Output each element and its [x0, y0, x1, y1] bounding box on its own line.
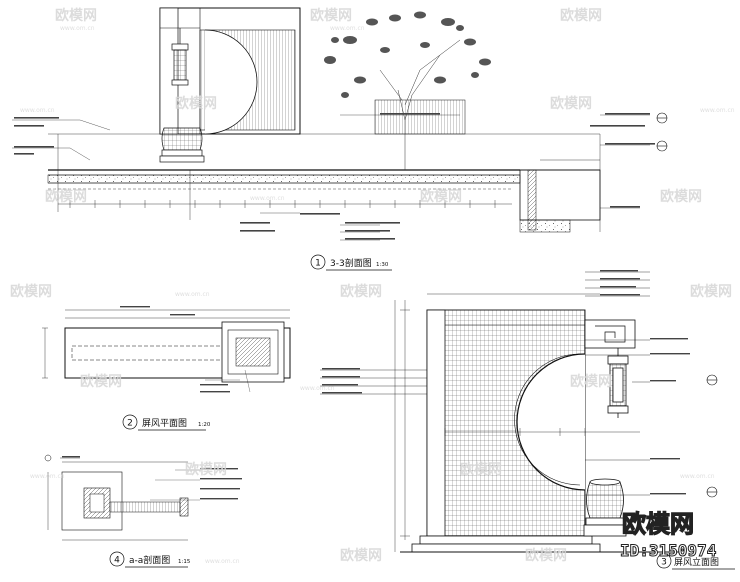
planter-pit [519, 134, 601, 233]
watermark-row-6: 欧模网 欧模网 www.om.cn www.om.cn [30, 461, 715, 480]
watermark-text: 欧模网 [45, 188, 87, 205]
section-aa-title: a-a剖面图 [129, 554, 170, 566]
watermark-row-5: 欧模网 欧模网 www.om.cn [80, 373, 612, 392]
watermark-text: 欧模网 [550, 95, 592, 112]
watermark-url: www.om.cn [30, 473, 65, 480]
watermark-url: www.om.cn [700, 107, 735, 114]
section-33-title-block: 1 3-3剖面图 1:30 [310, 254, 392, 271]
watermark-url: www.om.cn [250, 195, 285, 202]
ground-layers [47, 133, 600, 190]
brand-logo-icon: 欧模网 ID:3150974 [620, 509, 717, 560]
watermark-text: 欧模网 [185, 461, 227, 478]
tree-icon [324, 11, 491, 170]
annotation-leaders [12, 114, 650, 241]
section-33-title: 3-3剖面图 [330, 257, 372, 269]
dimension-line-top [57, 134, 512, 220]
screen-elevation [400, 309, 680, 553]
watermark-url: www.om.cn [20, 107, 55, 114]
annotation-scribbles [14, 113, 655, 240]
screen-wall-section [159, 7, 301, 135]
watermark-text: 欧模网 [560, 7, 602, 24]
watermark-text: 欧模网 [55, 7, 97, 24]
section-marker-icon [656, 112, 668, 152]
watermark-url: www.om.cn [680, 473, 715, 480]
plan-title: 屏风平面图 [142, 418, 187, 429]
brand-id-text: ID:3150974 [620, 541, 716, 560]
watermark-text: 欧模网 [690, 283, 732, 300]
watermark-row-1: 欧模网 欧模网 欧模网 www.om.cn www.om.cn [55, 7, 602, 32]
plan-notes [120, 306, 230, 393]
watermark-text: 欧模网 [525, 547, 567, 564]
watermark-url: www.om.cn [205, 558, 240, 565]
watermarks: 欧模网 欧模网 欧模网 www.om.cn www.om.cn 欧模网 欧模网 … [10, 7, 735, 565]
watermark-text: 欧模网 [570, 373, 612, 390]
watermark-row-4: 欧模网 欧模网 欧模网 www.om.cn [10, 283, 732, 300]
elevation-dimensions [320, 271, 650, 552]
elevation-notes [322, 270, 690, 495]
watermark-text: 欧模网 [80, 373, 122, 390]
lantern-icon [607, 348, 629, 418]
watermark-text: 欧模网 [340, 547, 382, 564]
elevation-title: 屏风立面图 [674, 556, 719, 568]
watermark-text: 欧模网 [175, 95, 217, 112]
section-marker-icon [706, 374, 718, 498]
section-aa-scale: 1:15 [178, 559, 191, 565]
drum-stone-icon [159, 127, 205, 163]
watermark-url: www.om.cn [60, 25, 95, 32]
section-aa-title-block: 4 a-a剖面图 1:15 [109, 551, 191, 568]
watermark-row-7: 欧模网 欧模网 www.om.cn [205, 547, 567, 565]
section-3-3: 1 3-3剖面图 1:30 [12, 7, 668, 271]
section-33-scale: 1:30 [376, 262, 389, 268]
watermark-text: 欧模网 [460, 461, 502, 478]
plan-title-block: 2 屏风平面图 1:20 [122, 414, 211, 431]
watermark-text: 欧模网 [310, 7, 352, 24]
section-33-number: 1 [315, 259, 321, 269]
section-a-a [47, 457, 200, 541]
watermark-url: www.om.cn [175, 291, 210, 298]
elevation-number: 3 [661, 558, 667, 568]
plan-scale: 1:20 [198, 422, 211, 428]
watermark-url: www.om.cn [300, 385, 335, 392]
planter-slats [374, 99, 466, 135]
watermark-text: 欧模网 [10, 283, 52, 300]
watermark-url: www.om.cn [330, 25, 365, 32]
elevation-title-block: 3 屏风立面图 [656, 553, 735, 570]
brand-logo-text: 欧模网 [622, 510, 694, 538]
watermark-text: 欧模网 [420, 188, 462, 205]
watermark-text: 欧模网 [340, 283, 382, 300]
lantern-icon [171, 28, 189, 86]
section-aa-number: 4 [114, 556, 120, 566]
watermark-row-3: 欧模网 欧模网 欧模网 www.om.cn [45, 188, 702, 205]
plan-number: 2 [127, 419, 133, 429]
section-aa-notes [44, 454, 242, 500]
watermark-text: 欧模网 [660, 188, 702, 205]
screen-plan [42, 309, 291, 393]
watermark-row-2: 欧模网 欧模网 www.om.cn www.om.cn [20, 95, 735, 114]
drum-stone-icon [583, 478, 627, 537]
